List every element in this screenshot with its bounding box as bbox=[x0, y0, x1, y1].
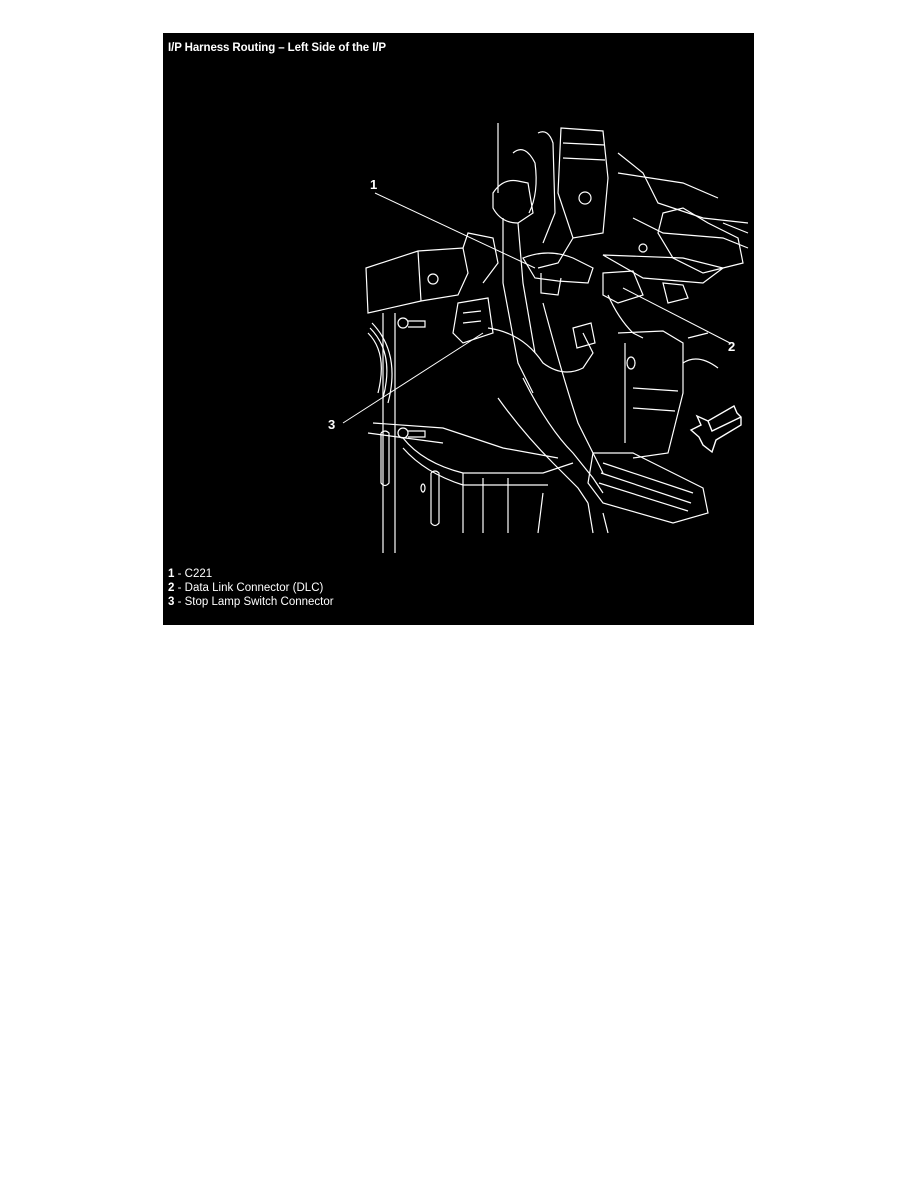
legend-number: 2 bbox=[168, 582, 175, 594]
legend-number: 1 bbox=[168, 568, 175, 580]
legend-text: C221 bbox=[184, 568, 213, 580]
legend-separator: - bbox=[174, 596, 185, 608]
legend-number: 3 bbox=[168, 596, 175, 608]
legend-text: Stop Lamp Switch Connector bbox=[184, 596, 334, 608]
callout-3: 3 bbox=[328, 417, 336, 432]
legend-item: 2 - Data Link Connector (DLC) bbox=[168, 581, 334, 595]
legend-separator: - bbox=[174, 582, 185, 594]
legend-item: 1 - C221 bbox=[168, 567, 334, 581]
callout-2: 2 bbox=[728, 339, 736, 354]
arrow-forward-left-icon bbox=[689, 404, 742, 454]
legend-item: 3 - Stop Lamp Switch Connector bbox=[168, 595, 334, 609]
legend-text: Data Link Connector (DLC) bbox=[184, 582, 324, 594]
diagram-panel: I/P Harness Routing – Left Side of the I… bbox=[163, 33, 754, 625]
legend-separator: - bbox=[174, 568, 185, 580]
callout-1: 1 bbox=[370, 177, 378, 192]
legend: 1 - C221 2 - Data Link Connector (DLC) 3… bbox=[168, 567, 334, 609]
harness-routing-illustration bbox=[342, 123, 749, 553]
figure-title: I/P Harness Routing – Left Side of the I… bbox=[168, 42, 386, 54]
